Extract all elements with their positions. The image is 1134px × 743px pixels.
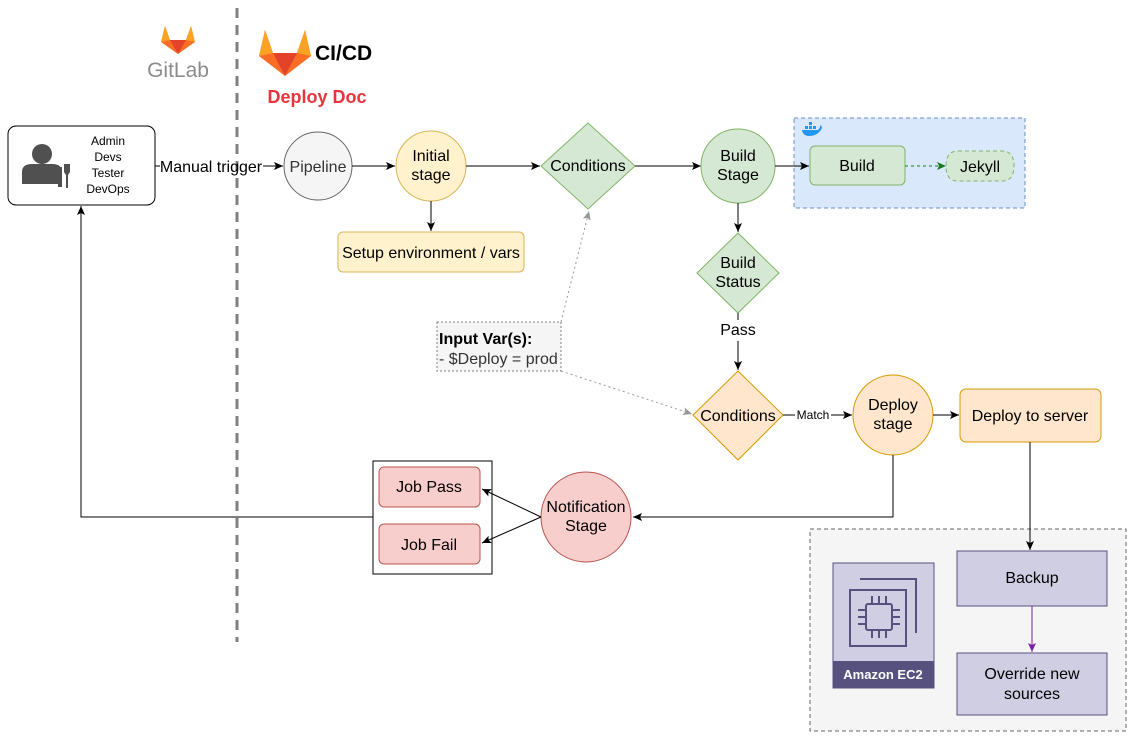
deploy-stage-label-1: Deploy	[868, 397, 918, 414]
notification-label-2: Stage	[565, 518, 607, 535]
override-label-2: sources	[1004, 686, 1060, 703]
build-label: Build	[839, 158, 875, 175]
build-stage-label-2: Stage	[717, 167, 759, 184]
user-tools-icon	[22, 144, 70, 188]
actor-devops: DevOps	[86, 182, 129, 196]
build-status-label-1: Build	[720, 255, 756, 272]
backup-label: Backup	[1005, 570, 1058, 587]
initial-stage-label-1: Initial	[412, 148, 449, 165]
actor-admin: Admin	[91, 134, 125, 148]
jekyll-node[interactable]	[945, 150, 1015, 182]
build-status-label-2: Status	[715, 274, 760, 291]
build-stage-node[interactable]	[700, 128, 776, 204]
amazon-ec2-label: Amazon EC2	[843, 667, 922, 682]
override-label-1: Override new	[984, 666, 1080, 683]
backup-node[interactable]	[956, 550, 1108, 607]
edge-note-conditions1	[560, 210, 591, 323]
deploy-doc-title: Deploy Doc	[267, 87, 366, 107]
notification-label-1: Notification	[546, 499, 625, 516]
job-fail-node[interactable]	[378, 523, 481, 565]
gitlab-logo-small-icon	[161, 26, 195, 54]
edge-deploy-notification	[633, 455, 894, 521]
docker-icon	[802, 122, 822, 136]
deploy-stage-label-2: stage	[873, 416, 912, 433]
build-stage-label-1: Build	[720, 148, 756, 165]
conditions-1-label: Conditions	[550, 158, 626, 175]
job-pass-node[interactable]	[378, 466, 481, 508]
notification-stage-node[interactable]	[540, 471, 632, 563]
setup-env-node[interactable]	[337, 231, 525, 273]
amazon-ec2-footer	[833, 661, 934, 688]
edge-label-match: Match	[797, 408, 830, 422]
gitlab-wordmark: GitLab	[147, 59, 209, 82]
deploy-stage-node[interactable]	[852, 374, 934, 456]
edge-note-conditions2	[560, 370, 693, 415]
conditions-2-label: Conditions	[700, 408, 776, 425]
gitlab-logo-large-icon	[259, 30, 311, 76]
conditions-2-node[interactable]	[692, 370, 784, 461]
input-vars-title: Input Var(s):	[439, 331, 532, 348]
job-fail-label: Job Fail	[401, 537, 457, 554]
pipeline-label: Pipeline	[290, 159, 347, 176]
initial-stage-label-2: stage	[411, 167, 450, 184]
cicd-title: CI/CD	[315, 42, 372, 65]
initial-stage-node[interactable]	[395, 130, 467, 202]
edge-notify-fail	[481, 516, 542, 544]
deploy-to-server-label: Deploy to server	[972, 408, 1089, 425]
edge-label-pass: Pass	[720, 322, 756, 339]
edge-feedback-actors	[77, 206, 373, 518]
edge-label-manual-trigger: Manual trigger	[160, 159, 263, 176]
actor-tester: Tester	[92, 166, 125, 180]
conditions-1-node[interactable]	[540, 122, 636, 210]
jekyll-label: Jekyll	[960, 159, 1000, 176]
input-vars-note	[436, 321, 562, 372]
ec2-chip-icon	[849, 578, 917, 647]
setup-env-label: Setup environment / vars	[342, 245, 520, 262]
job-pass-label: Job Pass	[396, 479, 462, 496]
build-status-node[interactable]	[696, 232, 780, 314]
actor-devs: Devs	[94, 150, 121, 164]
override-sources-node[interactable]	[956, 652, 1108, 716]
edge-notify-pass	[481, 488, 542, 518]
input-vars-line: - $Deploy = prod	[439, 351, 558, 368]
